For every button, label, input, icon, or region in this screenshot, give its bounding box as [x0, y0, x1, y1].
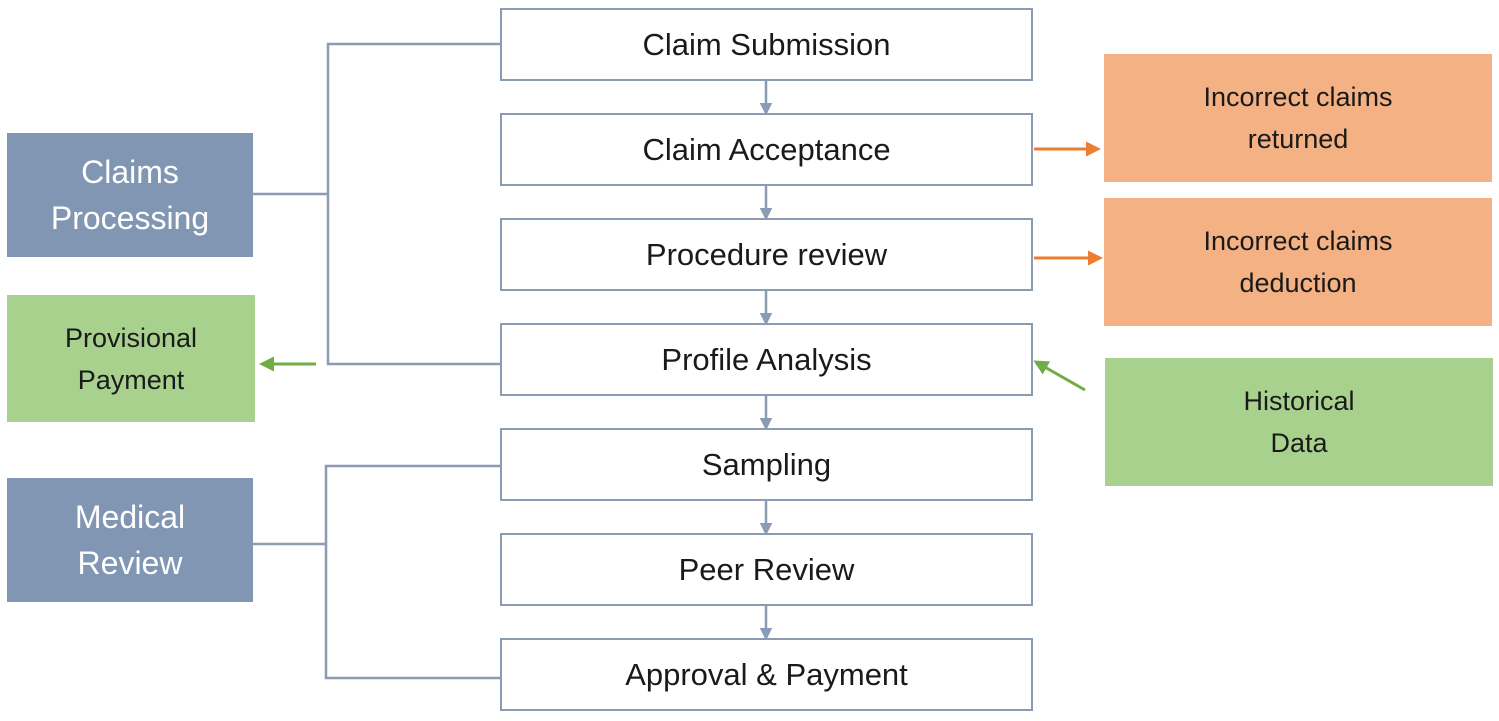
claims-processing-bracket — [326, 42, 500, 366]
box-line-2: deduction — [1239, 268, 1357, 298]
step-peer-review: Peer Review — [500, 533, 1033, 606]
step-label: Peer Review — [678, 551, 855, 587]
step-profile-analysis: Profile Analysis — [500, 323, 1033, 396]
box-line-2: Payment — [77, 364, 185, 395]
step-approval-payment: Approval & Payment — [500, 638, 1033, 711]
step-claim-acceptance: Claim Acceptance — [500, 113, 1033, 186]
group-label-line-1: Claims — [81, 154, 179, 190]
incorrect-claims-deduction-box: Incorrect claims deduction — [1104, 198, 1492, 326]
box-line-2: Data — [1270, 428, 1328, 458]
step-label: Approval & Payment — [625, 656, 908, 692]
step-label: Claim Acceptance — [642, 131, 891, 167]
historical-data-box: Historical Data — [1105, 358, 1493, 486]
step-label: Claim Submission — [642, 26, 891, 62]
step-claim-submission: Claim Submission — [500, 8, 1033, 81]
box-line-1: Incorrect claims — [1203, 226, 1393, 256]
step-label: Sampling — [701, 446, 832, 482]
step-label: Profile Analysis — [661, 341, 872, 377]
step-sampling: Sampling — [500, 428, 1033, 501]
medical-review-bracket — [324, 464, 500, 680]
step-label: Procedure review — [645, 236, 888, 272]
box-line-2: returned — [1247, 124, 1349, 154]
provisional-payment-box: Provisional Payment — [7, 295, 255, 422]
group-claims-processing: Claims Processing — [7, 133, 253, 257]
arrow-from-historical-data — [1033, 360, 1086, 392]
incorrect-claims-returned-box: Incorrect claims returned — [1104, 54, 1492, 182]
box-line-1: Provisional — [64, 322, 198, 353]
box-line-1: Incorrect claims — [1203, 82, 1393, 112]
group-medical-review: Medical Review — [7, 478, 253, 602]
group-label-line-2: Review — [77, 545, 183, 581]
group-label-line-1: Medical — [74, 499, 186, 535]
box-line-1: Historical — [1243, 386, 1355, 416]
group-label-line-2: Processing — [50, 200, 210, 236]
step-procedure-review: Procedure review — [500, 218, 1033, 291]
